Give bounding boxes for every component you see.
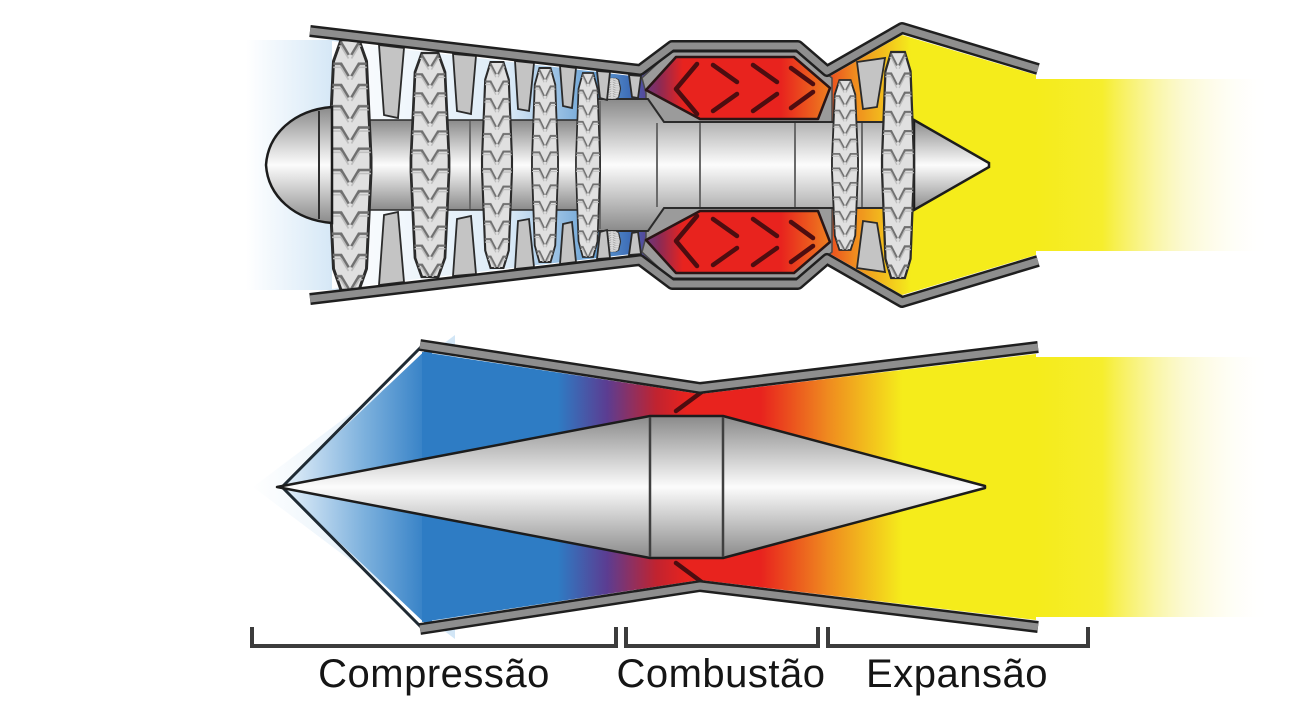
combustion-stage-label: Combustão [616,652,826,696]
ramjet-flame-holders [673,388,706,586]
compressor-rotor-stage-2 [409,51,451,279]
expansion-stage-bracket [826,627,1090,648]
compression-stage-bracket [250,627,618,648]
compressor-rotor-stage-1 [327,38,373,292]
turbine-rotor-stage-1 [831,79,859,251]
compressor-rotor-stage-4 [531,67,559,263]
ramjet-exhaust-plume [1036,357,1272,617]
ramjet-engine [253,335,1272,639]
compression-stage-label: Compressão [318,652,550,696]
combustion-stage-bracket [624,627,820,648]
compressor-rotor-stage-5 [575,72,601,258]
ramjet-shock-lines [280,345,423,629]
expansion-stage-label: Expansão [866,652,1048,696]
turbojet-exhaust-plume [1036,79,1272,251]
compressor-rotor-stage-3 [480,60,514,270]
turbojet-engine-casing [309,22,1040,308]
turbine-rotor-stage-2 [880,50,916,280]
ramjet-center-spike [275,414,987,560]
stage-brackets [250,627,1090,648]
turbojet-nose-cone [264,105,334,225]
turbojet-engine [246,22,1272,308]
ramjet-engine-casing [419,339,1039,635]
